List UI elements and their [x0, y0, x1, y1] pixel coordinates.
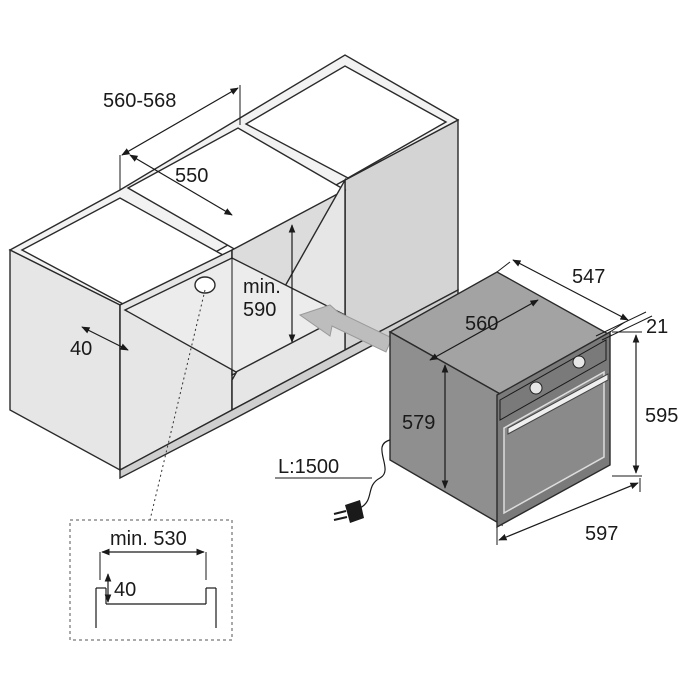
oven-front-width-label: 597	[585, 523, 618, 545]
niche-height-label-line2: 590	[243, 299, 276, 321]
dimension-oven-body-width: 560	[429, 299, 539, 361]
dimension-niche-height: min. 590	[243, 224, 296, 343]
dimension-niche-inner-width: 550	[129, 154, 233, 216]
niche-width-label: 560-568	[103, 90, 176, 112]
cable-hole	[194, 276, 216, 294]
oven-knob-left-icon	[529, 381, 543, 395]
side-gap-label: 40	[70, 338, 92, 360]
detail-inset: min. 530 40	[69, 519, 233, 641]
oven-body-width-label: 560	[465, 313, 498, 335]
dimension-side-gap: 40	[70, 326, 129, 360]
dimension-niche-width: 560-568	[103, 85, 241, 190]
dimension-front-thickness: 21	[595, 311, 668, 341]
detail-inset-frame	[69, 519, 233, 641]
detail-min-width-label: min. 530	[110, 528, 187, 550]
oven-depth-label: 547	[572, 266, 605, 288]
oven-control-strip	[499, 339, 607, 421]
dimension-oven-front-height: 595	[612, 331, 678, 477]
dimension-oven-body-height: 579	[402, 364, 449, 489]
front-thickness-label: 21	[646, 316, 668, 338]
oven-knob-right-icon	[572, 355, 586, 369]
niche-inner-width-label: 550	[175, 165, 208, 187]
niche-height-label-line1: min.	[243, 276, 281, 298]
detail-shelf-height-label: 40	[114, 579, 136, 601]
oven-body-height-label: 579	[402, 412, 435, 434]
dimension-oven-front-width: 597	[496, 478, 641, 545]
cabinet-top-opening-right	[244, 65, 448, 179]
dimension-oven-depth: 547	[496, 259, 629, 333]
oven-front-height-label: 595	[645, 405, 678, 427]
power-cable: L:1500	[275, 439, 391, 523]
oven-door-handle	[507, 373, 609, 435]
insertion-arrow	[298, 304, 393, 353]
cable-length-label: L:1500	[278, 456, 339, 478]
power-plug-icon	[333, 500, 364, 523]
